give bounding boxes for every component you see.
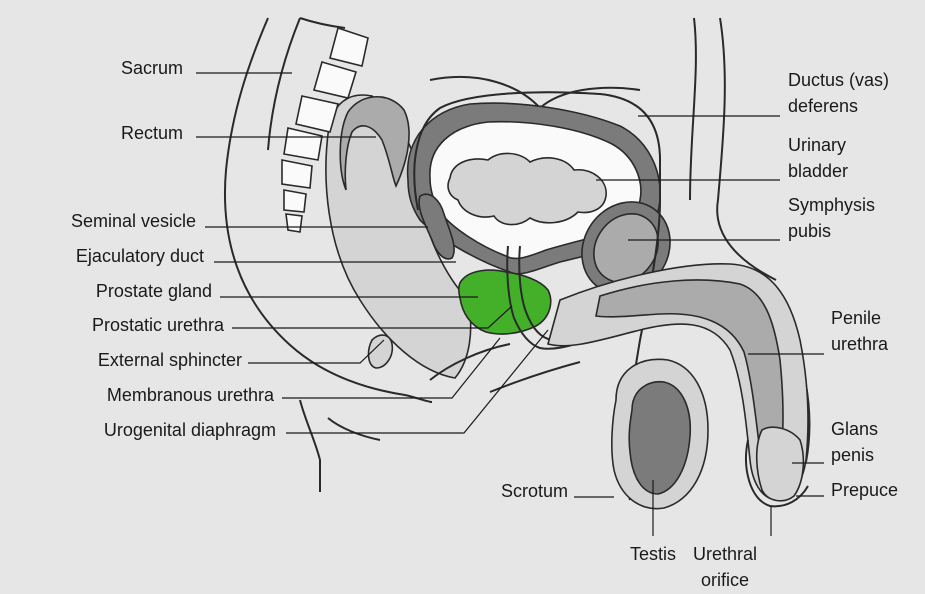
label-ductus-deferens-line1: Ductus (vas) xyxy=(788,70,889,90)
glans-penis xyxy=(757,427,804,501)
label-scrotum: Scrotum xyxy=(501,481,568,501)
label-seminal-vesicle: Seminal vesicle xyxy=(71,211,196,231)
label-symphysis-pubis-line1: Symphysis xyxy=(788,195,875,215)
label-prostatic-urethra: Prostatic urethra xyxy=(92,315,225,335)
label-external-sphincter: External sphincter xyxy=(98,350,242,370)
label-urogenital-diaphragm: Urogenital diaphragm xyxy=(104,420,276,440)
label-sacrum: Sacrum xyxy=(121,58,183,78)
label-prepuce: Prepuce xyxy=(831,480,898,500)
label-ejaculatory-duct: Ejaculatory duct xyxy=(76,246,204,266)
label-glans-penis-line2: penis xyxy=(831,445,874,465)
label-urethral-orifice-line1: Urethral xyxy=(693,544,757,564)
label-membranous-urethra: Membranous urethra xyxy=(107,385,275,405)
label-penile-urethra-line2: urethra xyxy=(831,334,889,354)
label-urinary-bladder-line2: bladder xyxy=(788,161,848,181)
label-urethral-orifice-line2: orifice xyxy=(701,570,749,590)
label-urinary-bladder-line1: Urinary xyxy=(788,135,846,155)
label-penile-urethra-line1: Penile xyxy=(831,308,881,328)
label-symphysis-pubis-line2: pubis xyxy=(788,221,831,241)
label-glans-penis-line1: Glans xyxy=(831,419,878,439)
label-testis: Testis xyxy=(630,544,676,564)
label-rectum: Rectum xyxy=(121,123,183,143)
label-ductus-deferens-line2: deferens xyxy=(788,96,858,116)
label-prostate-gland: Prostate gland xyxy=(96,281,212,301)
